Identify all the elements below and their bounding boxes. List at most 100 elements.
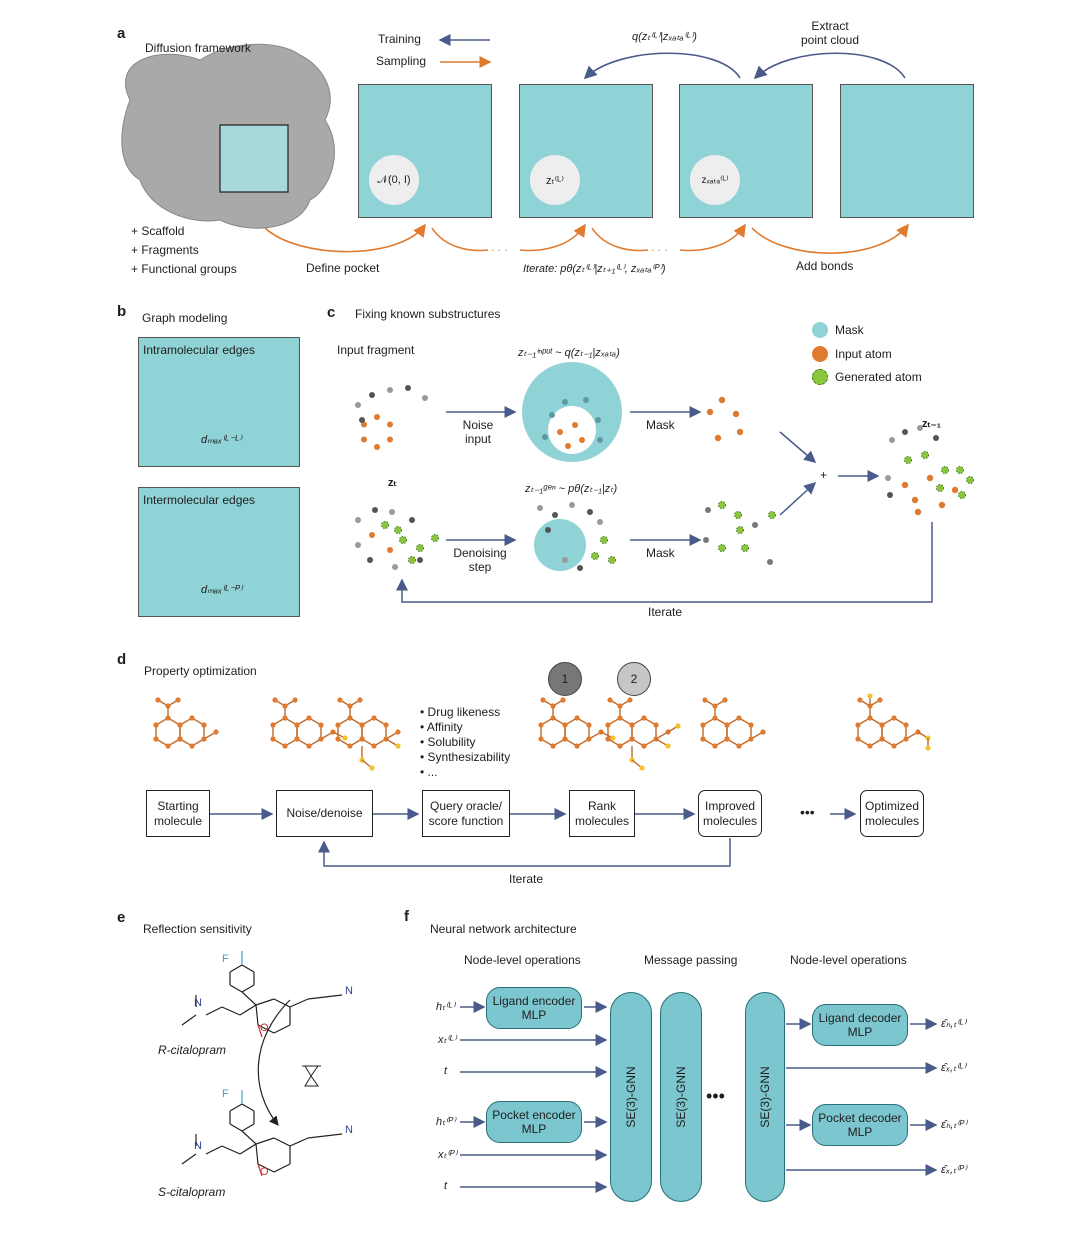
mask-label-bottom: Mask	[646, 546, 675, 560]
d-n1-a5	[270, 722, 276, 728]
d-start-a4	[153, 736, 159, 742]
c-mask-orange-3	[565, 443, 571, 449]
d-start-a7	[201, 722, 207, 728]
c-z1-gray-1	[902, 429, 908, 435]
d-opt-s2	[877, 697, 883, 703]
d-r2-a3	[617, 743, 623, 749]
eq-input: zₜ₋₁ⁱⁿᵖᵘᵗ ~ q(zₜ₋₁|zₓₐₜₐ)	[518, 347, 620, 359]
iterate-label-d: Iterate	[509, 872, 544, 886]
d-start-a10	[177, 736, 183, 742]
legend-mask: Mask	[835, 323, 864, 337]
c-z1-orange-0	[901, 481, 909, 489]
r-nitrile-n: N	[345, 985, 353, 997]
d-r1-s0	[550, 703, 556, 709]
d-imp-s3	[760, 729, 766, 735]
c-gen-masked-2	[734, 511, 742, 519]
d-opt-a8	[903, 736, 909, 742]
s-nitrile-n: N	[345, 1124, 353, 1136]
mask-label-top: Mask	[646, 418, 675, 432]
c-zt-gen-1	[399, 536, 407, 544]
list-scaffold: + Scaffold	[131, 224, 185, 238]
property-drug-likeness: • Drug likeness	[420, 705, 501, 719]
c-gen-green-2	[591, 552, 599, 560]
input-x-pocket: xₜ⁽ᴾ⁾	[438, 1149, 457, 1161]
c-mask-orange-2	[579, 437, 585, 443]
c-zt-gen-3	[431, 534, 439, 542]
e-r-f3	[229, 984, 243, 993]
c-input-gray-5	[359, 417, 365, 423]
d-r2-a11	[629, 722, 635, 728]
pocket-frame-noise: 𝒩(0, I)	[358, 84, 492, 218]
panel-a-title: Diffusion framework	[145, 41, 251, 55]
ellipsis-1: . . .	[491, 240, 508, 254]
c-z1-green-4	[966, 476, 974, 484]
c-gen-gray-2	[569, 502, 575, 508]
c-zt-gray-4	[355, 542, 361, 548]
e-s-link	[241, 1130, 257, 1145]
d-opt-x0	[867, 693, 873, 699]
e-r-cn2	[307, 994, 343, 1000]
input-t-2: t	[444, 1180, 448, 1192]
dots-d: •••	[800, 804, 815, 820]
output-eps-h-pocket: ε̂ₕ,ₜ⁽ᴾ⁾	[941, 1119, 967, 1131]
c-zt-gen-4	[394, 526, 402, 534]
e-r-ch1	[239, 1004, 257, 1016]
d-n2-s0	[347, 703, 353, 709]
d-r2-x1	[675, 723, 681, 729]
c-input-gray-2	[387, 387, 393, 393]
define-pocket-label: Define pocket	[306, 261, 380, 275]
c-z1-gray-2	[917, 425, 923, 431]
d-r1-a6	[574, 715, 580, 721]
d-n2-a4	[335, 736, 341, 742]
c-z1-gray-0	[889, 437, 895, 443]
e-r-r0	[255, 998, 275, 1006]
d-opt-a5	[855, 722, 861, 728]
c-zt-gray-5	[367, 557, 373, 563]
c-gen-gray-6	[562, 557, 568, 563]
d-r2-a0	[617, 715, 623, 721]
c-z1-orange-3	[914, 508, 922, 516]
e-r-o	[257, 1024, 263, 1038]
d-imp-a10	[724, 736, 730, 742]
r-nitrogen: N	[194, 997, 202, 1009]
e-r-r1	[273, 998, 291, 1008]
d-n1-a10	[294, 736, 300, 742]
pocket-encoder-mlp: Pocket encoder MLP	[486, 1101, 582, 1143]
legend-sampling: Sampling	[376, 54, 427, 68]
c-zt-gen-5	[408, 556, 416, 564]
c-input-hex-4	[374, 414, 380, 420]
c-masked-orange-2	[732, 410, 740, 418]
d-r2-a5	[605, 722, 611, 728]
s-nitrogen: N	[194, 1140, 202, 1152]
d-r2-a10	[629, 736, 635, 742]
panel-d-letter: d	[117, 651, 127, 668]
e-r-f0	[241, 964, 255, 973]
c-gen-masked-7	[768, 511, 776, 519]
c-z1-orange-2	[926, 474, 934, 482]
e-r-r3	[273, 1024, 291, 1034]
c-gen-green-0	[600, 536, 608, 544]
c-z1-green-1	[921, 451, 929, 459]
d-n1-s2	[292, 697, 298, 703]
c-input-hex-1	[374, 444, 380, 450]
d-opt-a9	[891, 743, 897, 749]
property-affinity: • Affinity	[420, 720, 463, 734]
d-n1-a4	[270, 736, 276, 742]
input-h-pocket: hₜ⁽ᴾ⁾	[436, 1116, 456, 1128]
d-n1-a8	[318, 736, 324, 742]
e-r-cn1	[289, 998, 309, 1008]
c-mask-gray-3	[595, 417, 601, 423]
e-s-ch3	[205, 1145, 223, 1155]
d-n1-a3	[282, 743, 288, 749]
e-r-ch3	[205, 1006, 223, 1016]
d-opt-a4	[855, 736, 861, 742]
d-start-a0	[165, 715, 171, 721]
dmax-lp-label: dₘₐₓ⁽ᴸ⁻ᴾ⁾	[201, 584, 243, 596]
c-z1-green-6	[936, 484, 944, 492]
se3-gnn-layer-2: SE(3)-GNN	[660, 992, 702, 1202]
d-imp-a4	[700, 736, 706, 742]
c-zt-gray-0	[355, 517, 361, 523]
c-z1-gray-5	[887, 492, 893, 498]
d-r1-a11	[562, 722, 568, 728]
c-zt-gen-2	[416, 544, 424, 552]
